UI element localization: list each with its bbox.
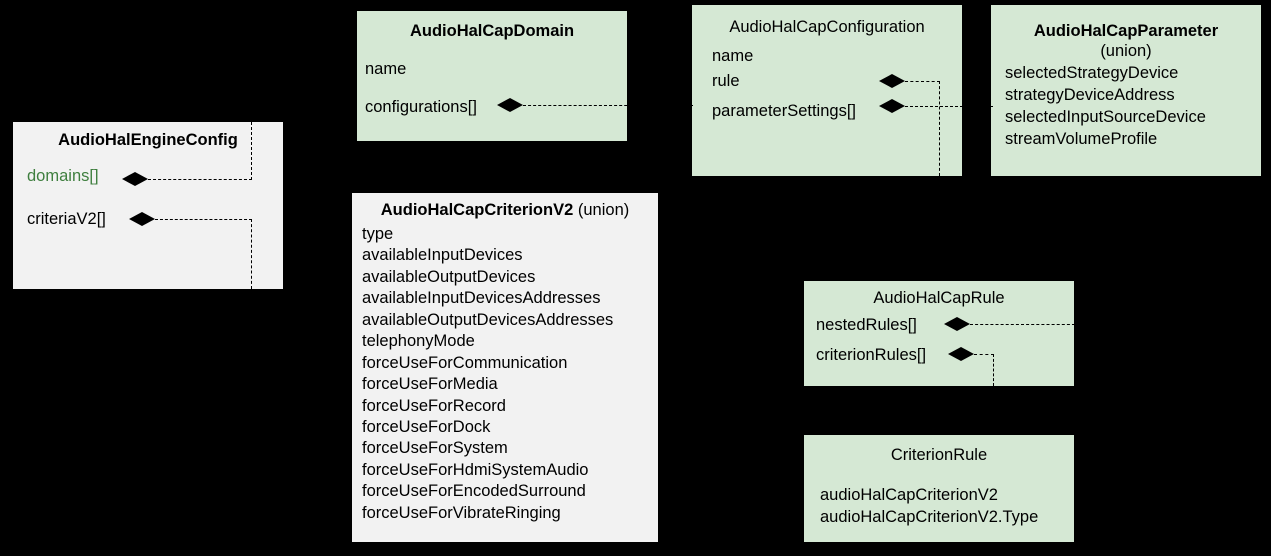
- composition-diamond-criteriav2: [129, 212, 155, 226]
- class-subtitle: (union): [1100, 42, 1152, 60]
- class-title: AudioHalCapCriterionV2 (union): [352, 200, 658, 221]
- attribute-parametersettings: parameterSettings[]: [712, 102, 856, 120]
- connector-rule-horizontal: [905, 81, 940, 82]
- attribute-strategydeviceaddress: strategyDeviceAddress: [1005, 86, 1175, 104]
- attribute-availableinputdevicesaddresses: availableInputDevicesAddresses: [362, 289, 601, 308]
- attribute-availableoutputdevicesaddresses: availableOutputDevicesAddresses: [362, 310, 614, 329]
- connector-criteriav2-vertical: [251, 219, 252, 289]
- box-content: CriterionRule audioHalCapCriterionV2 aud…: [804, 435, 1074, 542]
- composition-diamond-rule: [879, 74, 905, 88]
- box-background: [804, 435, 1074, 542]
- box-content: AudioHalCapCriterionV2 (union) type avai…: [352, 193, 658, 542]
- connector-parametersettings-horizontal: [905, 106, 993, 107]
- attribute-rule: rule: [712, 72, 740, 90]
- connector-rule-vertical: [939, 81, 940, 176]
- attribute-audiohalcapcriterionv2-type: audioHalCapCriterionV2.Type: [820, 508, 1039, 526]
- attribute-forceuseforsystem: forceUseForSystem: [362, 439, 508, 458]
- box-background: [13, 122, 283, 289]
- class-title: AudioHalCapParameter: [1033, 22, 1219, 40]
- box-background: [357, 11, 627, 141]
- attribute-domains: domains[]: [27, 167, 99, 185]
- composition-diamond-criterionrules: [948, 347, 974, 361]
- attribute-nestedrules: nestedRules[]: [816, 316, 917, 334]
- attribute-forceuseformedia: forceUseForMedia: [362, 375, 498, 394]
- box-background: [692, 5, 962, 176]
- attribute-forceuseforhdmisystemaudio: forceUseForHdmiSystemAudio: [362, 460, 589, 479]
- attribute-selectedstrategydevice: selectedStrategyDevice: [1005, 64, 1179, 82]
- class-title: AudioHalCapRule: [873, 289, 1005, 307]
- connector-criterionrules-horizontal: [974, 354, 994, 355]
- class-title-text: AudioHalCapCriterionV2: [380, 201, 574, 219]
- box-background: [352, 193, 658, 542]
- composition-diamond-domains: [122, 172, 148, 186]
- connector-criteriav2-horizontal: [155, 219, 252, 220]
- attribute-forceuseforcommunication: forceUseForCommunication: [362, 353, 568, 372]
- attribute-streamvolumeprofile: streamVolumeProfile: [1005, 130, 1158, 148]
- class-title: AudioHalCapDomain: [409, 22, 575, 40]
- attribute-availableinputdevices: availableInputDevices: [362, 246, 523, 265]
- box-content: AudioHalCapDomain name configurations[]: [357, 11, 627, 141]
- attribute-forceusefordock: forceUseForDock: [362, 417, 491, 436]
- class-box-audio-hal-engine-config[interactable]: AudioHalEngineConfig domains[] criteriaV…: [13, 122, 283, 289]
- composition-diamond-parametersettings: [879, 99, 905, 113]
- class-box-audio-hal-cap-configuration[interactable]: AudioHalCapConfiguration name rule param…: [692, 5, 962, 176]
- attribute-name: name: [712, 47, 754, 65]
- box-content: AudioHalCapRule nestedRules[] criterionR…: [804, 281, 1074, 386]
- attribute-forceuseforrecord: forceUseForRecord: [362, 396, 506, 415]
- box-content: AudioHalEngineConfig domains[] criteriaV…: [13, 122, 283, 289]
- box-background: [804, 281, 1074, 386]
- connector-configurations-horizontal: [523, 105, 693, 106]
- attribute-audiohalcapcriterionv2: audioHalCapCriterionV2: [820, 486, 998, 504]
- composition-diamond-nestedrules: [944, 317, 970, 331]
- connector-nestedrules-horizontal: [970, 324, 1075, 325]
- attribute-name: name: [365, 60, 407, 78]
- attribute-criteriav2: criteriaV2[]: [27, 210, 106, 228]
- attribute-forceuseforencodedsurround: forceUseForEncodedSurround: [362, 482, 586, 501]
- class-box-audio-hal-cap-parameter[interactable]: AudioHalCapParameter (union) selectedStr…: [991, 5, 1261, 176]
- class-box-audio-hal-cap-domain[interactable]: AudioHalCapDomain name configurations[]: [357, 11, 627, 141]
- attribute-availableoutputdevices: availableOutputDevices: [362, 267, 536, 286]
- class-box-audio-hal-cap-criterion-v2[interactable]: AudioHalCapCriterionV2 (union) type avai…: [352, 193, 658, 542]
- box-background: [991, 5, 1261, 176]
- connector-domains-vertical: [251, 122, 252, 180]
- class-title: CriterionRule: [890, 446, 988, 464]
- class-title: AudioHalCapConfiguration: [729, 18, 925, 36]
- attribute-list: type availableInputDevices availableOutp…: [362, 224, 613, 524]
- composition-diamond-configurations: [497, 98, 523, 112]
- attribute-criterionrules: criterionRules[]: [816, 346, 927, 364]
- box-content: AudioHalCapConfiguration name rule param…: [692, 5, 962, 176]
- class-box-audio-hal-cap-rule[interactable]: AudioHalCapRule nestedRules[] criterionR…: [804, 281, 1074, 386]
- attribute-telephonymode: telephonyMode: [362, 332, 475, 351]
- class-box-criterion-rule[interactable]: CriterionRule audioHalCapCriterionV2 aud…: [804, 435, 1074, 542]
- attribute-configurations: configurations[]: [365, 98, 477, 116]
- attribute-type: type: [362, 225, 394, 243]
- connector-criterionrules-vertical: [993, 354, 994, 386]
- class-title: AudioHalEngineConfig: [58, 131, 238, 149]
- attribute-forceuseforvibrateringing: forceUseForVibrateRinging: [362, 503, 561, 522]
- class-title-suffix: (union): [577, 201, 630, 219]
- connector-domains-horizontal: [148, 179, 252, 180]
- attribute-selectedinputsourcedevice: selectedInputSourceDevice: [1005, 108, 1206, 126]
- box-content: AudioHalCapParameter (union) selectedStr…: [991, 5, 1261, 176]
